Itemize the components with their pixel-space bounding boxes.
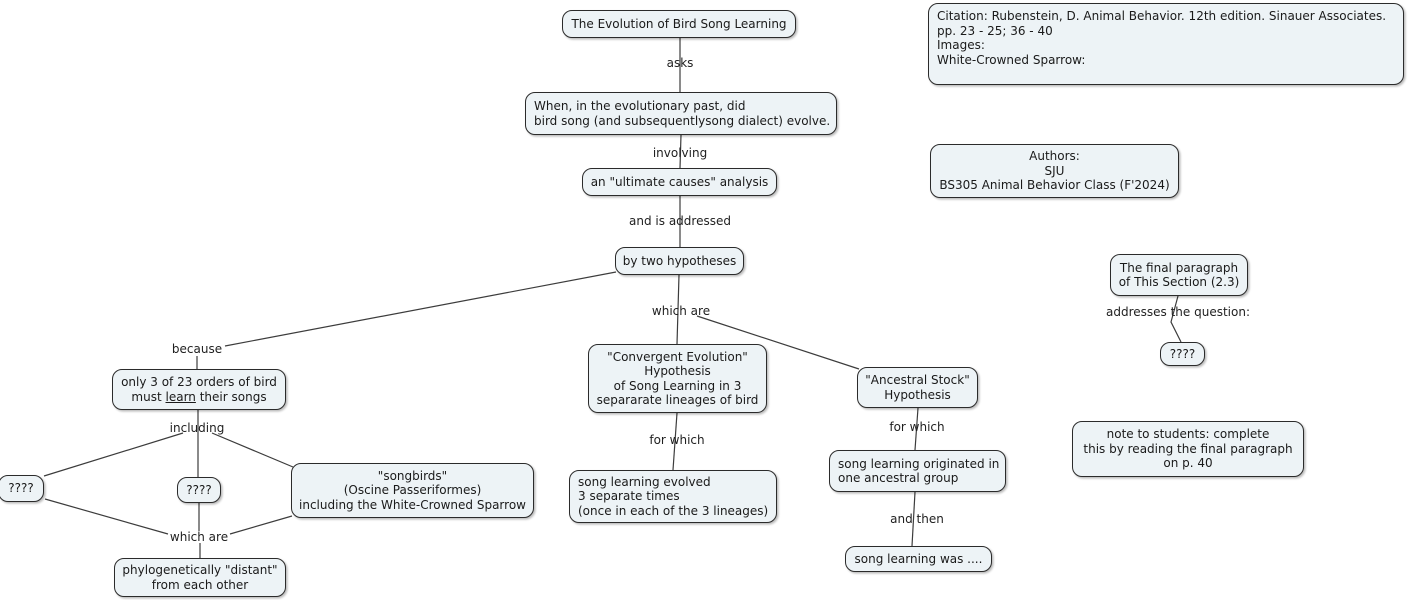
node-title-text: The Evolution of Bird Song Learning xyxy=(571,16,787,31)
link-label-for-which-left[interactable]: for which xyxy=(649,433,705,447)
link-label-including[interactable]: including xyxy=(169,421,225,435)
node-convergent-hypothesis[interactable]: "Convergent Evolution" Hypothesis of Son… xyxy=(588,344,767,413)
node-note-to-students[interactable]: note to students: complete this by readi… xyxy=(1072,421,1304,477)
node-two-hypotheses[interactable]: by two hypotheses xyxy=(615,247,744,275)
link-label-asks[interactable]: asks xyxy=(666,56,694,70)
node-final-paragraph[interactable]: The final paragraph of This Section (2.3… xyxy=(1110,254,1248,296)
underlined-word: learn xyxy=(165,389,196,404)
link-label-and-is-addressed[interactable]: and is addressed xyxy=(629,214,731,228)
node-ancestral-hypothesis[interactable]: "Ancestral Stock" Hypothesis xyxy=(857,367,978,408)
node-title[interactable]: The Evolution of Bird Song Learning xyxy=(562,10,796,38)
link-label-for-which-right[interactable]: for which xyxy=(889,420,945,434)
node-authors[interactable]: Authors: SJU BS305 Animal Behavior Class… xyxy=(930,144,1179,198)
node-citation[interactable]: Citation: Rubenstein, D. Animal Behavior… xyxy=(928,3,1404,85)
node-ultimate-causes[interactable]: an "ultimate causes" analysis xyxy=(582,168,777,196)
node-evolved-3-times[interactable]: song learning evolved 3 separate times (… xyxy=(569,470,777,523)
node-only-3-orders[interactable]: only 3 of 23 orders of bird must learn t… xyxy=(112,369,286,410)
link-label-addresses-question[interactable]: addresses the question: xyxy=(1106,305,1250,319)
node-songbirds[interactable]: "songbirds" (Oscine Passeriformes) inclu… xyxy=(291,463,534,518)
link-label-involving[interactable]: involving xyxy=(652,146,708,160)
link-label-because[interactable]: because xyxy=(171,342,223,356)
node-placeholder-middle[interactable]: ???? xyxy=(177,477,221,503)
node-phylogenetically-distant[interactable]: phylogenetically "distant" from each oth… xyxy=(114,558,286,597)
node-placeholder-right[interactable]: ???? xyxy=(1160,342,1205,366)
node-question[interactable]: When, in the evolutionary past, did bird… xyxy=(525,92,837,135)
node-originated-one-group[interactable]: song learning originated in one ancestra… xyxy=(829,450,1006,492)
node-song-learning-was[interactable]: song learning was .... xyxy=(845,546,992,572)
node-placeholder-left[interactable]: ???? xyxy=(0,475,44,502)
link-label-which-are-bottom[interactable]: which are xyxy=(169,530,229,544)
link-label-and-then[interactable]: and then xyxy=(890,512,944,526)
link-label-which-are-top[interactable]: which are xyxy=(651,304,711,318)
